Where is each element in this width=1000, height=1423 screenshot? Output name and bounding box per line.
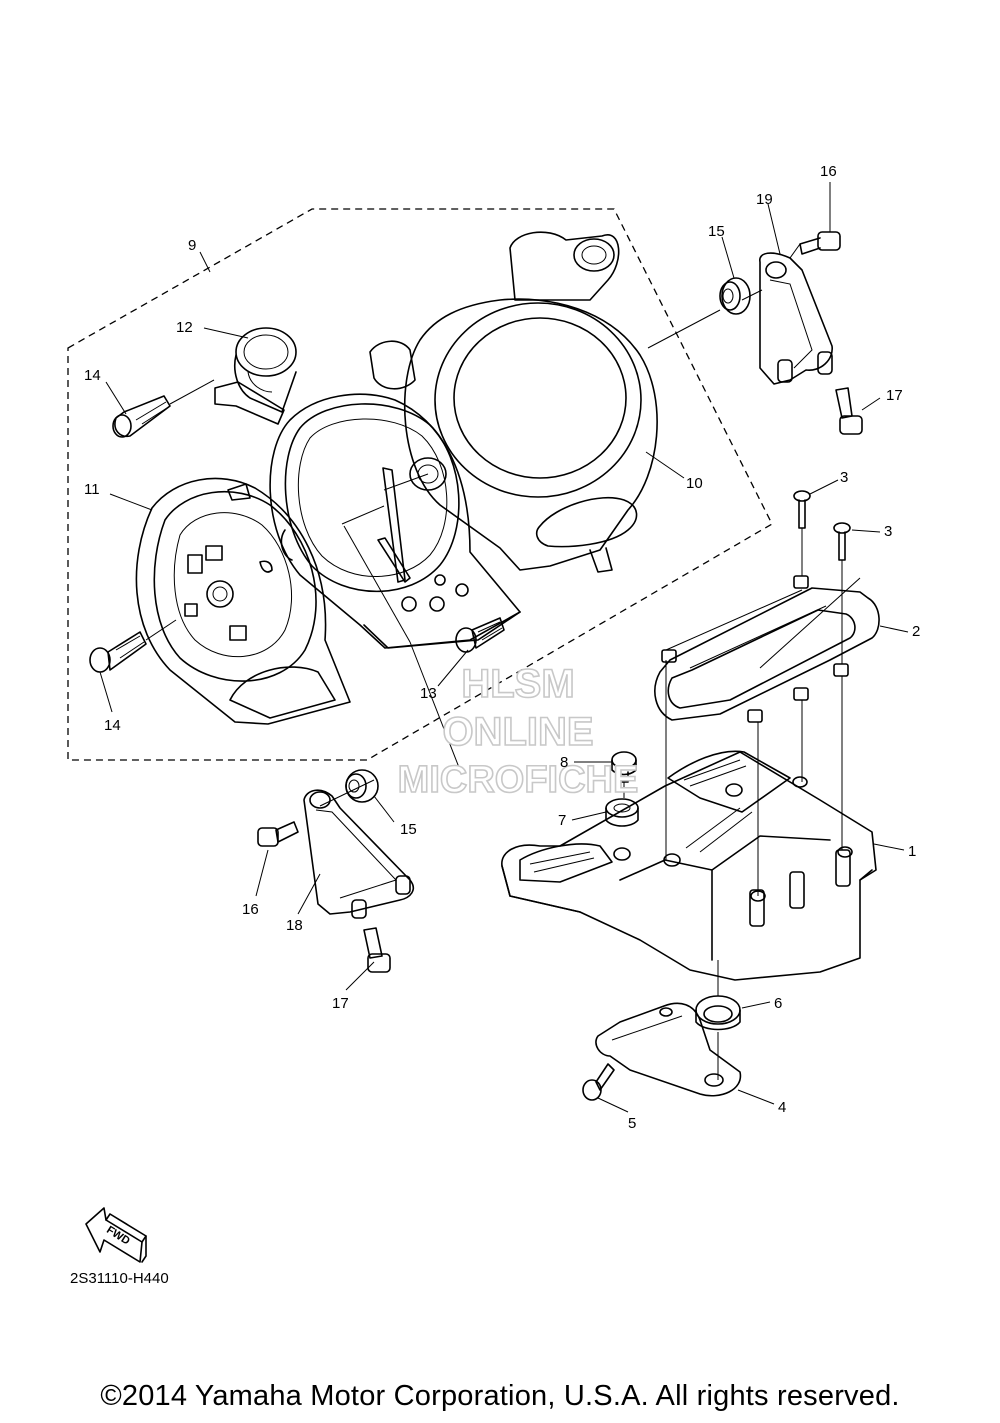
part-label: 6 <box>774 995 782 1012</box>
part-label: 13 <box>420 685 437 702</box>
bracket-19-drawing <box>759 252 833 385</box>
meter-case-lower-drawing <box>135 477 351 725</box>
screw-13-drawing <box>455 617 505 653</box>
part-label: 17 <box>332 995 349 1012</box>
bracket-18-drawing <box>303 789 415 919</box>
screw-3-right-drawing <box>833 522 851 561</box>
bolt-17-upper-drawing <box>835 387 863 435</box>
grommet-6-drawing <box>695 995 741 1031</box>
screw-14-lower-drawing <box>89 631 147 673</box>
grommet-15-lower-drawing <box>345 769 379 803</box>
watermark-line-1: HLSM <box>461 662 574 706</box>
part-label: 5 <box>628 1115 636 1132</box>
part-label: 14 <box>84 367 101 384</box>
part-label: 10 <box>686 475 703 492</box>
part-label: 1 <box>908 843 916 860</box>
cover-frame-drawing <box>654 575 880 723</box>
watermark-line-2: ONLINE <box>442 710 593 754</box>
fwd-arrow-icon: FWD <box>85 1207 147 1263</box>
part-label: 12 <box>176 319 193 336</box>
watermark-line-3: MICROFICHE <box>398 759 639 801</box>
part-label: 4 <box>778 1099 786 1116</box>
meter-housing-drawing <box>269 340 521 649</box>
part-label: 8 <box>560 754 568 771</box>
part-label: 3 <box>884 523 892 540</box>
part-label: 19 <box>756 191 773 208</box>
part-label: 2 <box>912 623 920 640</box>
grommet-7-drawing <box>605 798 639 827</box>
part-label: 14 <box>104 717 121 734</box>
meter-bracket-base-drawing <box>501 750 877 981</box>
bolt-16-upper-drawing <box>799 231 841 255</box>
mount-plate-4-drawing <box>595 1002 742 1097</box>
grommet-15-upper-drawing <box>719 277 751 315</box>
meter-assembly-outline <box>67 208 773 761</box>
screw-3-left-drawing <box>793 490 811 529</box>
diagram-code: 2S31110-H440 <box>70 1270 169 1287</box>
part-label: 16 <box>820 163 837 180</box>
part-label: 7 <box>558 812 566 829</box>
bolt-16-lower-drawing <box>257 821 299 847</box>
part-label: 17 <box>886 387 903 404</box>
lamp-socket-drawing <box>214 327 297 425</box>
label-leader-lines <box>99 182 909 1113</box>
part-label: 11 <box>84 481 100 498</box>
part-label: 9 <box>188 237 196 254</box>
bolt-17-lower-drawing <box>363 927 391 973</box>
part-label: 15 <box>708 223 725 240</box>
meter-case-upper-drawing <box>403 231 658 573</box>
part-label: 16 <box>242 901 259 918</box>
screw-5-drawing <box>582 1063 615 1101</box>
screw-14-upper-drawing <box>112 395 171 438</box>
part-label: 3 <box>840 469 848 486</box>
part-label: 15 <box>400 821 417 838</box>
part-label: 18 <box>286 917 303 934</box>
assembly-reference-lines <box>145 243 861 1080</box>
copyright-notice: ©2014 Yamaha Motor Corporation, U.S.A. A… <box>100 1380 900 1412</box>
